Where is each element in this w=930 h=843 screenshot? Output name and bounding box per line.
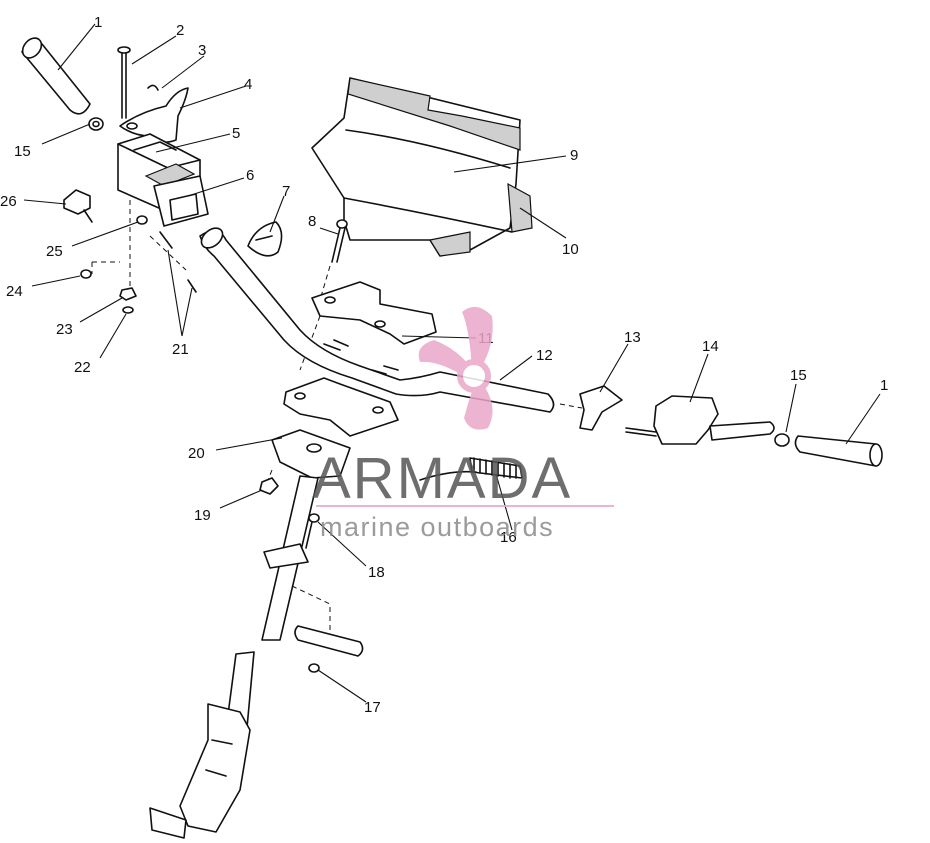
end-cap-left (88, 117, 104, 131)
end-cap-right (774, 433, 790, 447)
cable-bracket (247, 221, 283, 257)
callout-6: 6 (246, 167, 254, 184)
leader-lines (23, 23, 881, 703)
callout-20: 20 (188, 445, 205, 462)
callout-12: 12 (536, 347, 553, 364)
steering-nut (259, 477, 279, 495)
callout-14: 14 (702, 338, 719, 355)
callout-8: 8 (308, 213, 316, 230)
callout-9: 9 (570, 147, 578, 164)
callout-23: 23 (56, 321, 73, 338)
callout-22: 22 (74, 359, 91, 376)
callout-25: 25 (46, 243, 63, 260)
callout-19: 19 (194, 507, 211, 524)
pivot-pin (117, 46, 131, 119)
callout-7: 7 (282, 183, 290, 200)
lock-washer (122, 306, 134, 314)
steering-post (149, 475, 319, 839)
callout-16: 16 (500, 529, 517, 546)
callout-17: 17 (364, 699, 381, 716)
throttle-housing (117, 133, 209, 227)
screws (149, 231, 197, 293)
callout-4: 4 (244, 76, 252, 93)
callout-18: 18 (368, 564, 385, 581)
kill-switch (63, 189, 93, 223)
watermark: ARMADA marine outboards (312, 306, 614, 542)
retaining-clip (147, 84, 159, 91)
brake-master (625, 395, 775, 445)
handlebar (199, 227, 555, 413)
callout-1-right: 1 (880, 377, 888, 394)
callout-26: 26 (0, 193, 17, 210)
throttle-lever (119, 87, 189, 144)
callout-2: 2 (176, 22, 184, 39)
callout-1: 1 (94, 14, 102, 31)
callout-21: 21 (172, 341, 189, 358)
post-bolt (305, 513, 320, 549)
callout-5: 5 (232, 125, 240, 142)
lower-clamp (271, 377, 399, 479)
upper-clamp (299, 281, 437, 371)
callout-3: 3 (198, 42, 206, 59)
handlebar-cover (311, 77, 533, 257)
bushing (294, 625, 364, 673)
callout-24: 24 (6, 283, 23, 300)
washer (136, 215, 148, 225)
callout-13: 13 (624, 329, 641, 346)
callout-15-left: 15 (14, 143, 31, 160)
brake-bracket (559, 385, 623, 431)
grip-left (21, 37, 91, 115)
watermark-tagline: marine outboards (320, 512, 554, 542)
watermark-brand: ARMADA (312, 446, 572, 511)
lock-nut (119, 287, 137, 301)
grip-right (794, 435, 883, 467)
callout-10: 10 (562, 241, 579, 258)
callout-15-right: 15 (790, 367, 807, 384)
propeller-logo-icon (418, 306, 493, 430)
rubber-boot (419, 457, 523, 481)
nut-small (80, 269, 92, 279)
